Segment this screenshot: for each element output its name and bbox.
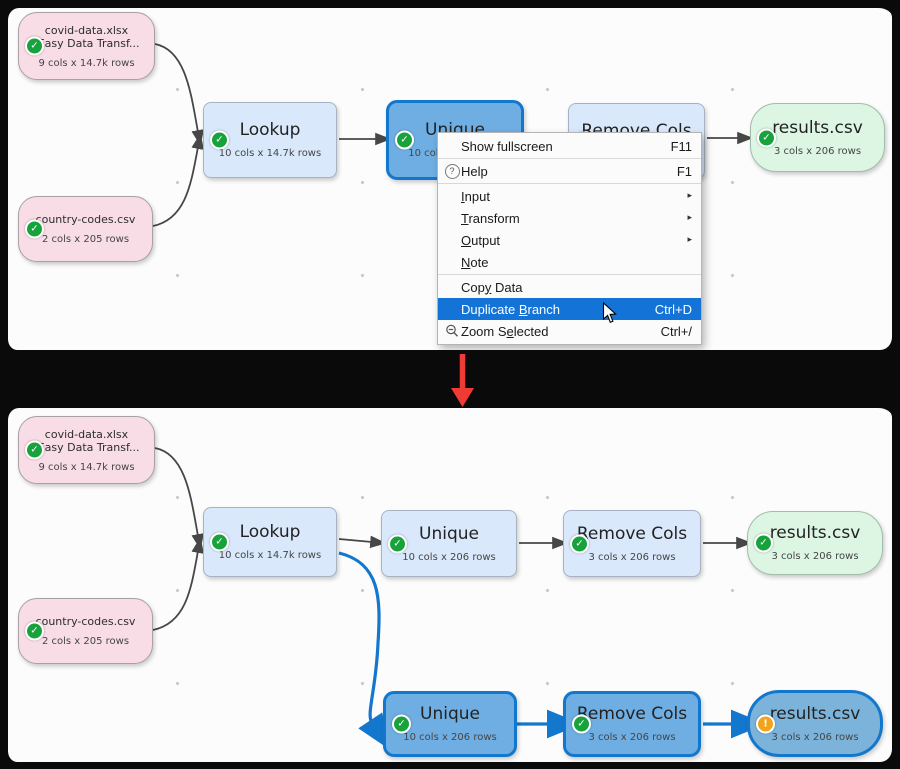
canvas-before: ✓ covid-data.xlsx [Easy Data Transf... 9…: [8, 8, 892, 350]
check-icon: ✓: [388, 534, 407, 553]
node-results[interactable]: ✓ results.csv 3 cols x 206 rows: [750, 103, 885, 172]
node-subtitle: [Easy Data Transf...: [33, 440, 140, 454]
check-icon: ✓: [757, 128, 776, 147]
node-results[interactable]: ✓ results.csv 3 cols x 206 rows: [747, 511, 883, 575]
shortcut: Ctrl+/: [660, 323, 692, 339]
menu-separator: [438, 158, 701, 159]
check-icon: ✓: [754, 533, 773, 553]
node-unique-duplicate-selected[interactable]: ✓ Unique 10 cols x 206 rows: [383, 691, 517, 757]
node-lookup[interactable]: ✓ Lookup 10 cols x 14.7k rows: [203, 507, 337, 577]
node-title: Remove Cols: [576, 704, 688, 724]
check-icon: ✓: [570, 534, 589, 553]
menu-item-copy-data[interactable]: Copy Data: [461, 279, 523, 295]
node-title: Unique: [419, 523, 479, 544]
node-size: 10 cols x 206 rows: [402, 551, 496, 563]
node-country-codes[interactable]: ✓ country-codes.csv 2 cols x 205 rows: [18, 196, 153, 262]
node-title: country-codes.csv: [35, 615, 136, 628]
node-size: 10 cols x 206 rows: [403, 732, 497, 743]
node-title: covid-data.xlsx: [44, 23, 129, 37]
node-size: 9 cols x 14.7k rows: [38, 57, 135, 69]
menu-item-zoom-selected[interactable]: Zoom Selected Ctrl+/: [438, 320, 701, 342]
zoom-out-icon: [446, 324, 459, 337]
help-icon: ?: [444, 163, 460, 179]
node-title: results.csv: [769, 703, 861, 724]
node-title: results.csv: [769, 523, 861, 543]
node-size: 9 cols x 14.7k rows: [38, 461, 135, 473]
menu-item-help[interactable]: ? Help F1: [438, 160, 701, 182]
node-results-duplicate-selected[interactable]: ! results.csv 3 cols x 206 rows: [747, 690, 883, 757]
menu-item-note[interactable]: Note: [461, 254, 489, 270]
down-arrow-icon: [451, 354, 474, 407]
node-title: Remove Cols: [576, 523, 688, 544]
node-size: 3 cols x 206 rows: [588, 732, 676, 743]
node-unique[interactable]: ✓ Unique 10 cols x 206 rows: [381, 510, 517, 577]
submenu-arrow-icon: ▸: [687, 191, 692, 201]
node-title: Unique: [420, 704, 480, 724]
node-title: Lookup: [239, 120, 301, 140]
node-subtitle: [Easy Data Transf...: [33, 36, 140, 50]
node-size: 10 cols x 14.7k rows: [218, 148, 322, 159]
node-title: Lookup: [239, 522, 301, 542]
mouse-pointer-icon: [602, 302, 617, 324]
node-title: country-codes.csv: [35, 213, 136, 226]
menu-separator: [438, 274, 701, 275]
check-icon: ✓: [572, 714, 591, 734]
check-icon: ✓: [25, 219, 44, 239]
node-title: covid-data.xlsx: [44, 427, 129, 441]
shortcut: Ctrl+D: [654, 301, 692, 317]
check-icon: ✓: [25, 36, 44, 56]
menu-separator: [438, 183, 701, 184]
node-remove-cols-duplicate-selected[interactable]: ✓ Remove Cols 3 cols x 206 rows: [563, 691, 701, 757]
node-remove-cols[interactable]: ✓ Remove Cols 3 cols x 206 rows: [563, 510, 701, 577]
node-lookup[interactable]: ✓ Lookup 10 cols x 14.7k rows: [203, 102, 337, 178]
submenu-arrow-icon: ▸: [687, 213, 692, 223]
shortcut: F11: [670, 138, 692, 154]
canvas-after: ✓ covid-data.xlsx [Easy Data Transf... 9…: [8, 408, 892, 762]
check-icon: ✓: [210, 130, 229, 150]
node-size: 2 cols x 205 rows: [41, 636, 130, 647]
context-menu: Show fullscreen F11 ? Help F1 Input ▸ Tr…: [437, 132, 702, 345]
check-icon: ✓: [25, 440, 44, 460]
node-size: 3 cols x 206 rows: [771, 731, 859, 743]
node-size: 3 cols x 206 rows: [771, 551, 859, 562]
node-size: 3 cols x 206 rows: [773, 145, 862, 157]
check-icon: ✓: [392, 714, 411, 734]
check-icon: ✓: [395, 130, 414, 150]
node-covid-data[interactable]: ✓ covid-data.xlsx [Easy Data Transf... 9…: [18, 416, 155, 484]
node-country-codes[interactable]: ✓ country-codes.csv 2 cols x 205 rows: [18, 598, 153, 664]
menu-item-input[interactable]: Input ▸: [461, 188, 692, 204]
warning-icon: !: [756, 714, 775, 733]
node-size: 10 cols x 14.7k rows: [218, 550, 322, 561]
node-title: results.csv: [772, 117, 863, 138]
menu-item-show-fullscreen[interactable]: Show fullscreen F11: [461, 138, 692, 154]
menu-item-output[interactable]: Output ▸: [461, 232, 692, 248]
menu-item-transform[interactable]: Transform ▸: [461, 210, 692, 226]
check-icon: ✓: [25, 621, 44, 641]
menu-item-duplicate-branch[interactable]: Duplicate Branch Ctrl+D: [438, 298, 701, 320]
node-size: 2 cols x 205 rows: [41, 234, 130, 245]
node-covid-data[interactable]: ✓ covid-data.xlsx [Easy Data Transf... 9…: [18, 12, 155, 80]
submenu-arrow-icon: ▸: [687, 235, 692, 245]
node-size: 3 cols x 206 rows: [588, 551, 676, 563]
check-icon: ✓: [210, 532, 229, 552]
shortcut: F1: [676, 163, 692, 179]
